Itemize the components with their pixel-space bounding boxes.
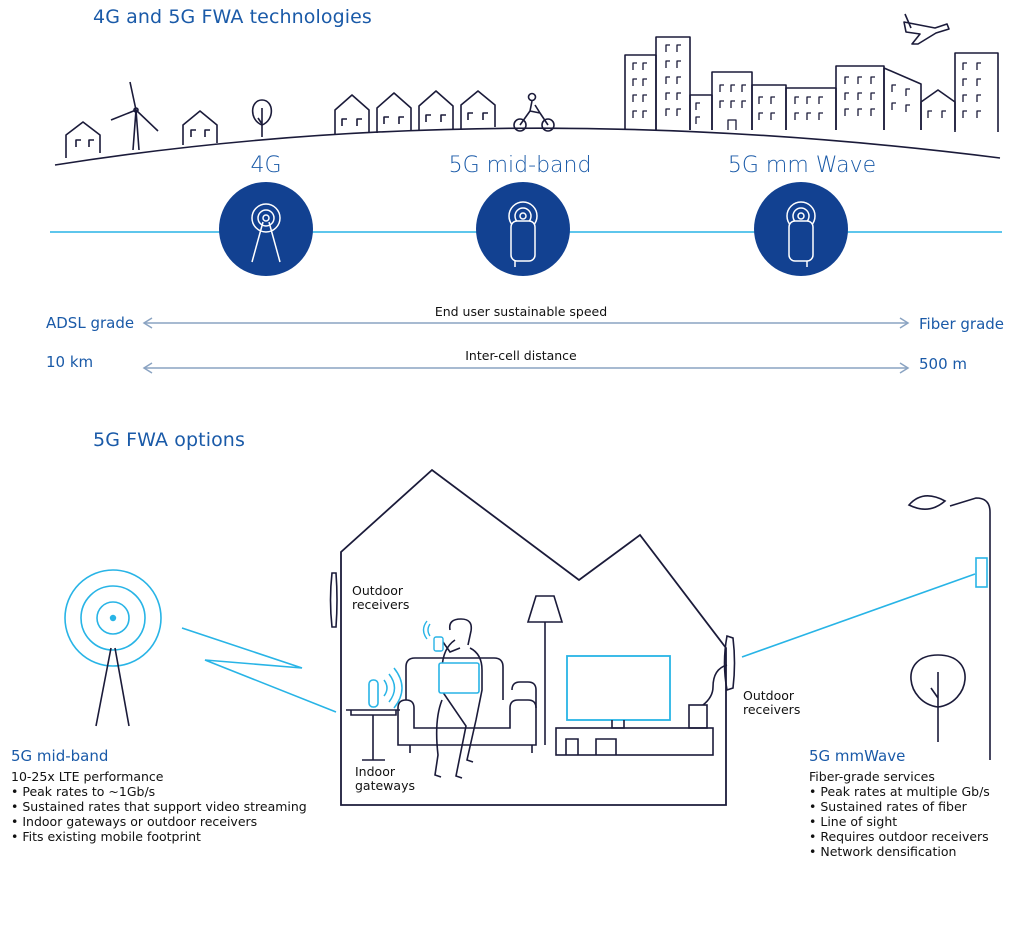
distance-center-label: Inter-cell distance — [465, 348, 577, 363]
list-item: Peak rates at multiple Gb/s — [809, 784, 1019, 799]
distance-arrow — [142, 362, 910, 374]
speed-left-label: ADSL grade — [46, 314, 135, 332]
house-row-icon — [334, 90, 496, 135]
tree-icon — [251, 99, 273, 137]
mmwave-description: 5G mmWave Fiber-grade services Peak rate… — [809, 747, 1019, 859]
list-item: Requires outdoor receivers — [809, 829, 1019, 844]
list-item: Sustained rates that support video strea… — [11, 799, 341, 814]
distance-left-label: 10 km — [46, 353, 94, 371]
cyclist-icon — [513, 92, 555, 132]
list-item: Sustained rates of fiber — [809, 799, 1019, 814]
phone-icon — [433, 636, 444, 652]
house-icon — [182, 110, 218, 145]
floor-lamp-icon — [526, 595, 564, 745]
distance-right-label: 500 m — [919, 355, 968, 373]
list-item: Peak rates to ~1Gb/s — [11, 784, 341, 799]
tv-stand-icon — [555, 704, 714, 756]
speed-right-label: Fiber grade — [919, 315, 1005, 333]
label-4g: 4G — [250, 153, 282, 178]
phone-signal-icon — [422, 620, 431, 640]
signal-bolt-icon — [181, 627, 337, 713]
antenna-center-dot — [109, 614, 117, 622]
tv-icon — [566, 655, 671, 729]
speed-arrow — [142, 317, 910, 329]
side-table-icon — [346, 709, 400, 761]
small-cell-icon — [975, 557, 988, 588]
mmwave-beam — [741, 573, 976, 658]
outdoor-receivers-left-label: Outdoor receivers — [352, 583, 410, 612]
mmwave-heading: 5G mmWave — [809, 747, 906, 765]
list-item: Indoor gateways or outdoor receivers — [11, 814, 341, 829]
midband-subheading: 10-25x LTE performance — [11, 769, 164, 784]
sofa-icon — [397, 657, 537, 753]
4g-tower-icon — [219, 182, 313, 276]
mmwave-subheading: Fiber-grade services — [809, 769, 935, 784]
label-5g-midband: 5G mid-band — [448, 153, 592, 178]
outdoor-receiver-right-icon — [702, 634, 736, 706]
house-outline — [340, 468, 727, 806]
midband-heading: 5G mid-band — [11, 747, 109, 765]
list-item: Fits existing mobile footprint — [11, 829, 341, 844]
midband-antenna-icon — [64, 569, 162, 667]
midband-bullet-list: Peak rates to ~1Gb/s Sustained rates tha… — [11, 784, 341, 844]
wind-turbine-icon — [110, 81, 159, 151]
house-icon — [65, 121, 101, 158]
section-title-options: 5G FWA options — [93, 429, 245, 451]
5g-mmwave-receiver-icon — [754, 182, 848, 276]
midband-description: 5G mid-band 10-25x LTE performance Peak … — [11, 747, 341, 844]
outdoor-receiver-left-icon — [329, 572, 338, 628]
tree-icon — [910, 654, 966, 742]
5g-midband-receiver-icon — [476, 182, 570, 276]
label-5g-mmwave: 5G mm Wave — [727, 153, 877, 178]
city-skyline-icon — [624, 36, 999, 132]
indoor-gateways-label: Indoor gateways — [355, 764, 415, 793]
laptop-icon — [438, 662, 480, 694]
person-with-laptop-icon — [434, 618, 483, 779]
section-title-technologies: 4G and 5G FWA technologies — [93, 6, 372, 28]
airplane-icon — [903, 13, 950, 45]
list-item: Line of sight — [809, 814, 1019, 829]
list-item: Network densification — [809, 844, 1019, 859]
street-light-icon — [907, 495, 991, 760]
outdoor-receivers-right-label: Outdoor receivers — [743, 688, 801, 717]
horizon-curve — [54, 127, 1001, 166]
speed-center-label: End user sustainable speed — [434, 304, 608, 319]
mmwave-bullet-list: Peak rates at multiple Gb/s Sustained ra… — [809, 784, 1019, 859]
indoor-gateway-icon — [368, 667, 403, 709]
tower-legs — [95, 647, 130, 727]
